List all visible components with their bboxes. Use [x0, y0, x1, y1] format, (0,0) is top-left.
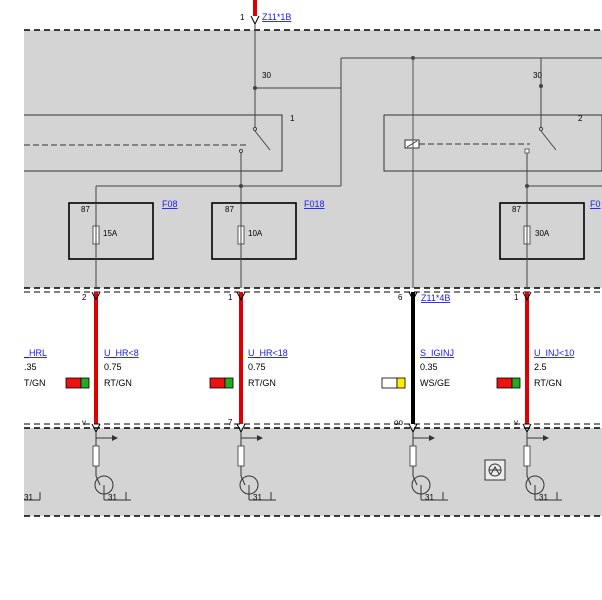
wire-2-color-code: RT/GN: [248, 378, 276, 388]
output-stage-1: 31: [91, 423, 131, 502]
module-symbol-arc: [490, 465, 500, 475]
wire-2-name-link[interactable]: U_HR<18: [248, 348, 288, 358]
bottom-pin-3: oo: [394, 418, 403, 427]
connector-pin-3: 6: [398, 293, 403, 302]
terminal-30-left: 30: [262, 71, 271, 80]
relay-2-coil-slash: [406, 140, 418, 148]
resistor-icon: [523, 445, 531, 467]
clipped-wire-name[interactable]: _HRL: [23, 348, 47, 358]
fuse-f018-link[interactable]: F018: [304, 199, 325, 209]
connector-pin-1: 2: [82, 293, 87, 302]
relay-1-contact-dot: [252, 126, 258, 132]
wire-chevron: [408, 291, 418, 302]
wire-3-color-code: WS/GE: [420, 378, 450, 388]
transistor-base: [412, 475, 418, 486]
ground-terminal-label: 31: [24, 493, 33, 502]
fuse-3-housing: [499, 202, 585, 260]
relay-2-switch-arm: [540, 130, 557, 151]
relay-2-box: [383, 114, 602, 172]
wire-4-swatch-red: [496, 377, 513, 389]
fuse-f08-link[interactable]: F08: [162, 199, 178, 209]
bottom-pin-1: v: [82, 418, 86, 427]
wire-chevron: [236, 291, 246, 302]
wire-4-gauge: 2.5: [534, 362, 547, 372]
arrow-right-icon: [429, 435, 435, 441]
relay-1-contact-dot: [238, 148, 244, 154]
wire-1-color-code: RT/GN: [104, 378, 132, 388]
control-module-panel: [24, 428, 602, 516]
arrow-right-icon: [112, 435, 118, 441]
wire-4-swatch-green: [511, 377, 521, 389]
resistor-icon: [409, 445, 417, 467]
wire-1-swatch-green: [80, 377, 90, 389]
wire-chevron: [91, 291, 101, 302]
connector-pin-2: 1: [228, 293, 233, 302]
relay-1-label: 1: [290, 114, 295, 123]
fuse-f018-housing: [211, 202, 297, 260]
wire-1-swatch-red: [65, 377, 82, 389]
wire-3-name-link[interactable]: S_IGINJ: [420, 348, 454, 358]
bottom-pin-4: v: [514, 418, 518, 427]
wire-1-gauge: 0.75: [104, 362, 122, 372]
top-connector-pin: 1: [240, 13, 245, 22]
wire-4-name-link[interactable]: U_INJ<10: [534, 348, 574, 358]
transistor-base: [240, 475, 246, 486]
module-symbol-icon[interactable]: [484, 459, 506, 481]
relay-2-contact-dot: [538, 126, 544, 132]
wire-2-swatch-green: [224, 377, 234, 389]
fuse-f08-rating: 15A: [103, 229, 118, 238]
ground-terminal-label: 31: [108, 493, 117, 502]
arrow-right-icon: [543, 435, 549, 441]
bottom-pin-2: 7: [228, 418, 233, 427]
ground-terminal-label: 31: [253, 493, 262, 502]
wire-3-swatch-yellow: [396, 377, 406, 389]
wire-4-color-code: RT/GN: [534, 378, 562, 388]
wire-chevron: [522, 291, 532, 302]
output-stage-3: 31: [408, 423, 448, 502]
fuse-3-link[interactable]: F0: [590, 199, 601, 209]
clipped-wire-gauge: .35: [24, 362, 37, 372]
output-stage-2: 31: [236, 423, 276, 502]
connector-pin-4: 1: [514, 293, 519, 302]
ground-terminal-label: 31: [425, 493, 434, 502]
terminal-30-right: 30: [533, 71, 542, 80]
fuse-f018-terminal: 87: [225, 205, 234, 214]
fuse-f08-housing: [68, 202, 154, 260]
clipped-wire-color: T/GN: [24, 378, 46, 388]
relay-2-label: 2: [578, 114, 583, 123]
fuse-f018-rating: 10A: [248, 229, 263, 238]
ground-terminal-label: 31: [539, 493, 548, 502]
relay-2-contact-box: [524, 148, 530, 154]
wire-3-swatch-white: [381, 377, 398, 389]
arrow-right-icon: [257, 435, 263, 441]
relay-fuse-panel: [24, 30, 602, 288]
fuse-f08-terminal: 87: [81, 205, 90, 214]
connector-chevron: [250, 15, 260, 26]
output-stage-4: 31: [522, 423, 562, 502]
resistor-icon: [92, 445, 100, 467]
wire-2-gauge: 0.75: [248, 362, 266, 372]
resistor-icon: [237, 445, 245, 467]
output-stage-clipped: 31: [24, 492, 41, 502]
fuse-3-rating: 30A: [535, 229, 550, 238]
transistor-base: [95, 475, 101, 486]
wire-3-gauge: 0.35: [420, 362, 438, 372]
top-connector-link[interactable]: Z11*1B: [262, 12, 291, 22]
wire-2-swatch-red: [209, 377, 226, 389]
wire-1-name-link[interactable]: U_HR<8: [104, 348, 139, 358]
relay-1-switch-arm: [254, 130, 271, 151]
fuse-3-terminal: 87: [512, 205, 521, 214]
transistor-base: [526, 475, 532, 486]
connector-z11-4b-link[interactable]: Z11*4B: [421, 293, 450, 303]
relay-1-box: [24, 114, 283, 172]
